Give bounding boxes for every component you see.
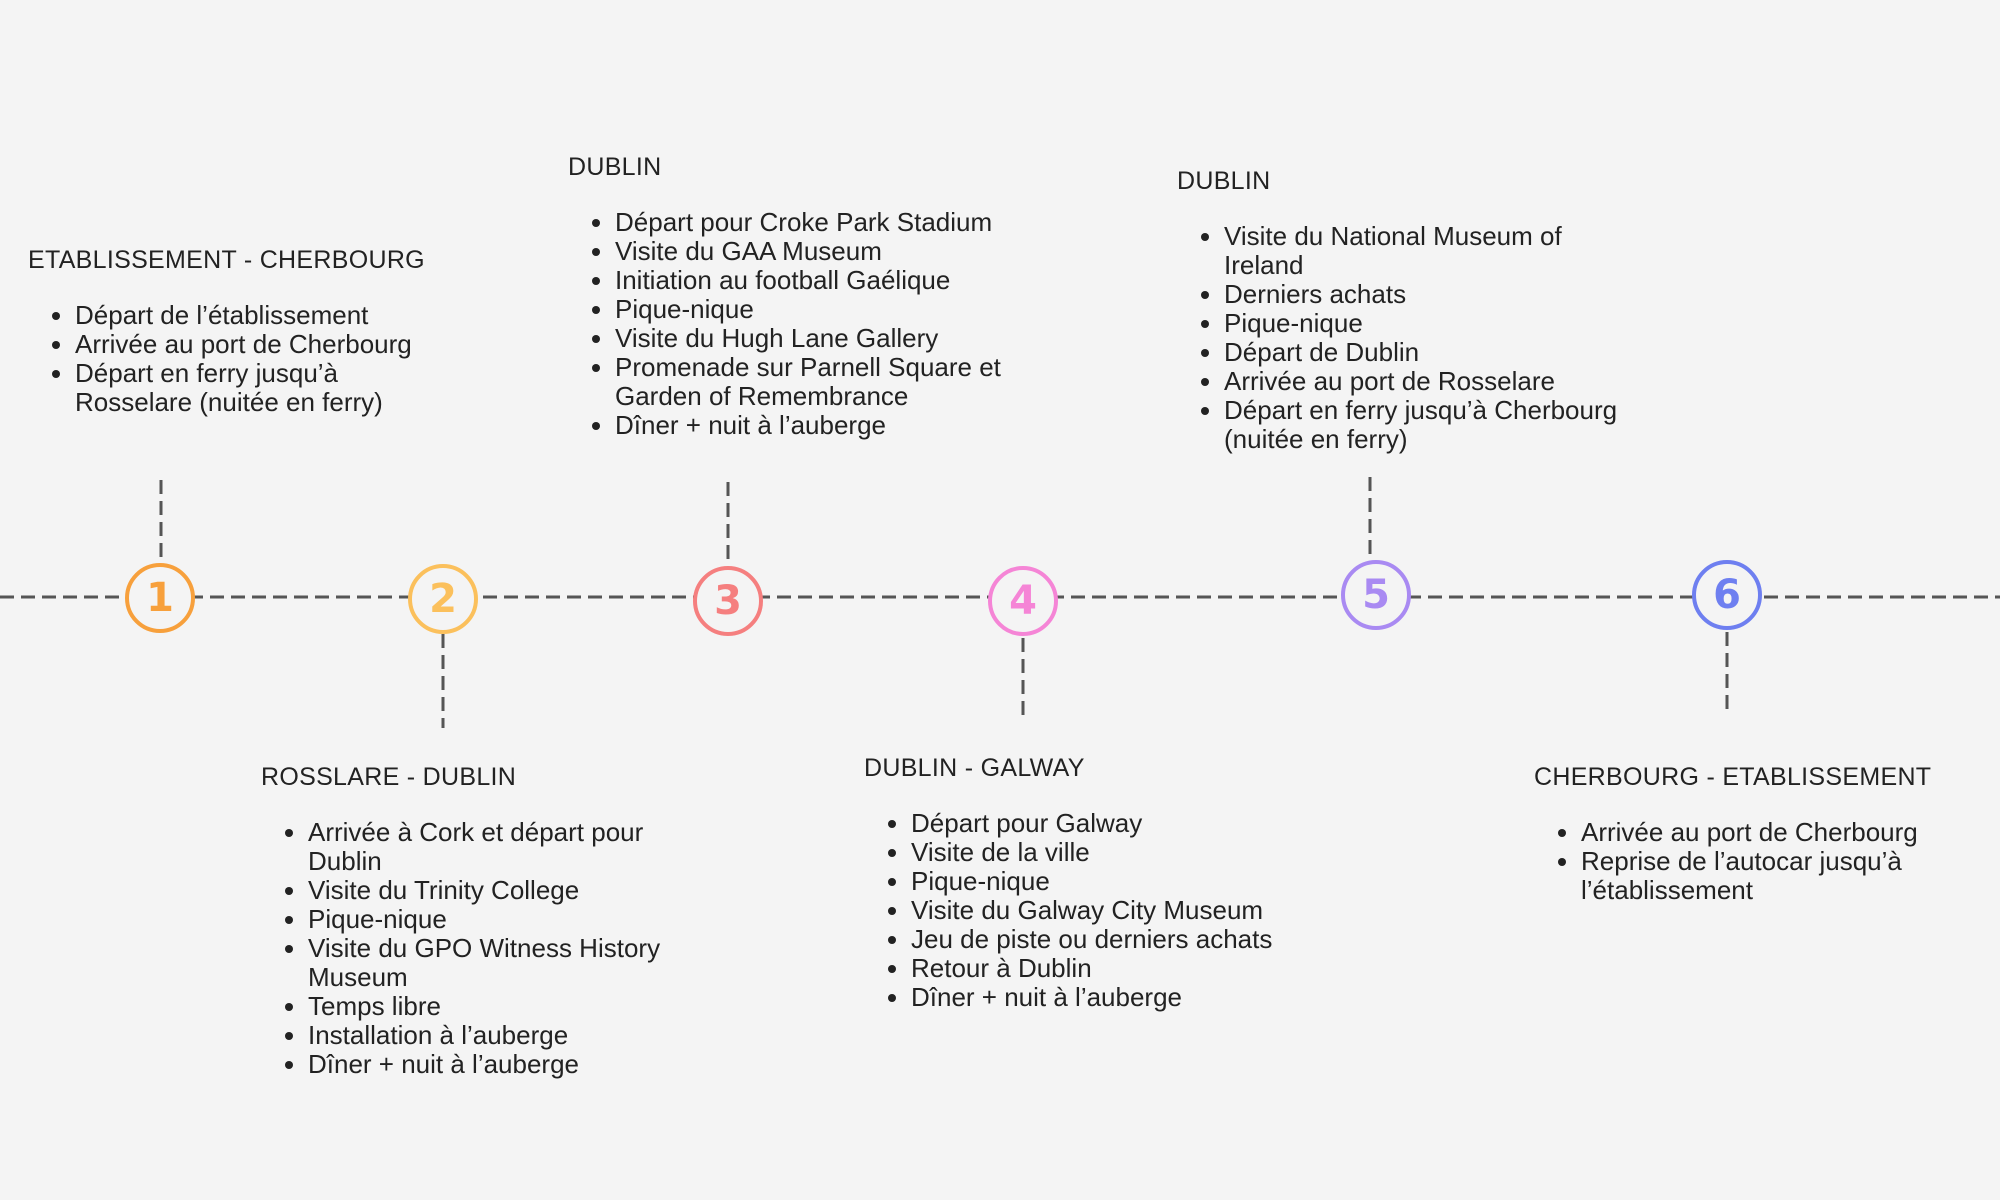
- step-activity-list: Départ pour Galway Visite de la ville Pi…: [864, 809, 1324, 1012]
- list-item: Retour à Dublin: [911, 954, 1324, 983]
- list-item: Temps libre: [308, 992, 681, 1021]
- list-item: Départ pour Galway: [911, 809, 1324, 838]
- step-marker-3: 3: [693, 566, 763, 636]
- list-item: Initiation au football Gaélique: [615, 266, 1048, 295]
- step-activity-list: Arrivée au port de Cherbourg Reprise de …: [1534, 818, 1984, 905]
- step-marker-1: 1: [125, 563, 195, 633]
- list-item: Dîner + nuit à l’auberge: [615, 411, 1048, 440]
- list-item: Derniers achats: [1224, 280, 1647, 309]
- step-block-6: CHERBOURG - ETABLISSEMENT Arrivée au por…: [1534, 763, 1984, 905]
- step-block-2: ROSSLARE - DUBLIN Arrivée à Cork et dépa…: [261, 763, 681, 1079]
- list-item: Pique-nique: [1224, 309, 1647, 338]
- list-item: Jeu de piste ou derniers achats: [911, 925, 1324, 954]
- list-item: Arrivée au port de Rosselare: [1224, 367, 1647, 396]
- step-block-5: DUBLIN Visite du National Museum of Irel…: [1177, 167, 1647, 454]
- list-item: Départ de Dublin: [1224, 338, 1647, 367]
- step-marker-4: 4: [988, 566, 1058, 636]
- step-title: DUBLIN: [1177, 167, 1271, 195]
- step-title: CHERBOURG - ETABLISSEMENT: [1534, 763, 1932, 791]
- list-item: Visite du GAA Museum: [615, 237, 1048, 266]
- step-block-4: DUBLIN - GALWAY Départ pour Galway Visit…: [864, 754, 1324, 1012]
- list-item: Dîner + nuit à l’auberge: [308, 1050, 681, 1079]
- list-item: Visite du Hugh Lane Gallery: [615, 324, 1048, 353]
- list-item: Dîner + nuit à l’auberge: [911, 983, 1324, 1012]
- list-item: Visite du Galway City Museum: [911, 896, 1324, 925]
- list-item: Arrivée au port de Cherbourg: [1581, 818, 1984, 847]
- list-item: Départ pour Croke Park Stadium: [615, 208, 1048, 237]
- list-item: Arrivée à Cork et départ pour Dublin: [308, 818, 681, 876]
- step-title: ROSSLARE - DUBLIN: [261, 763, 517, 791]
- step-title: ETABLISSEMENT - CHERBOURG: [28, 246, 425, 274]
- step-activity-list: Départ pour Croke Park Stadium Visite du…: [568, 208, 1048, 440]
- list-item: Départ en ferry jusqu’à Cherbourg (nuité…: [1224, 396, 1647, 454]
- step-marker-6: 6: [1692, 560, 1762, 630]
- step-block-3: DUBLIN Départ pour Croke Park Stadium Vi…: [568, 153, 1048, 440]
- step-marker-5: 5: [1341, 560, 1411, 630]
- list-item: Reprise de l’autocar jusqu’à l’établisse…: [1581, 847, 1984, 905]
- step-activity-list: Arrivée à Cork et départ pour Dublin Vis…: [261, 818, 681, 1079]
- list-item: Promenade sur Parnell Square et Garden o…: [615, 353, 1048, 411]
- step-block-1: ETABLISSEMENT - CHERBOURG Départ de l’ét…: [28, 246, 448, 417]
- list-item: Pique-nique: [308, 905, 681, 934]
- step-activity-list: Départ de l’établissement Arrivée au por…: [28, 301, 448, 417]
- list-item: Arrivée au port de Cherbourg: [75, 330, 448, 359]
- step-activity-list: Visite du National Museum of Ireland Der…: [1177, 222, 1647, 454]
- step-title: DUBLIN - GALWAY: [864, 754, 1085, 782]
- list-item: Pique-nique: [911, 867, 1324, 896]
- list-item: Visite du GPO Witness History Museum: [308, 934, 681, 992]
- list-item: Visite du National Museum of Ireland: [1224, 222, 1647, 280]
- step-marker-2: 2: [408, 564, 478, 634]
- list-item: Installation à l’auberge: [308, 1021, 681, 1050]
- step-title: DUBLIN: [568, 153, 662, 181]
- list-item: Départ de l’établissement: [75, 301, 448, 330]
- list-item: Pique-nique: [615, 295, 1048, 324]
- list-item: Visite du Trinity College: [308, 876, 681, 905]
- list-item: Visite de la ville: [911, 838, 1324, 867]
- list-item: Départ en ferry jusqu’à Rosselare (nuité…: [75, 359, 448, 417]
